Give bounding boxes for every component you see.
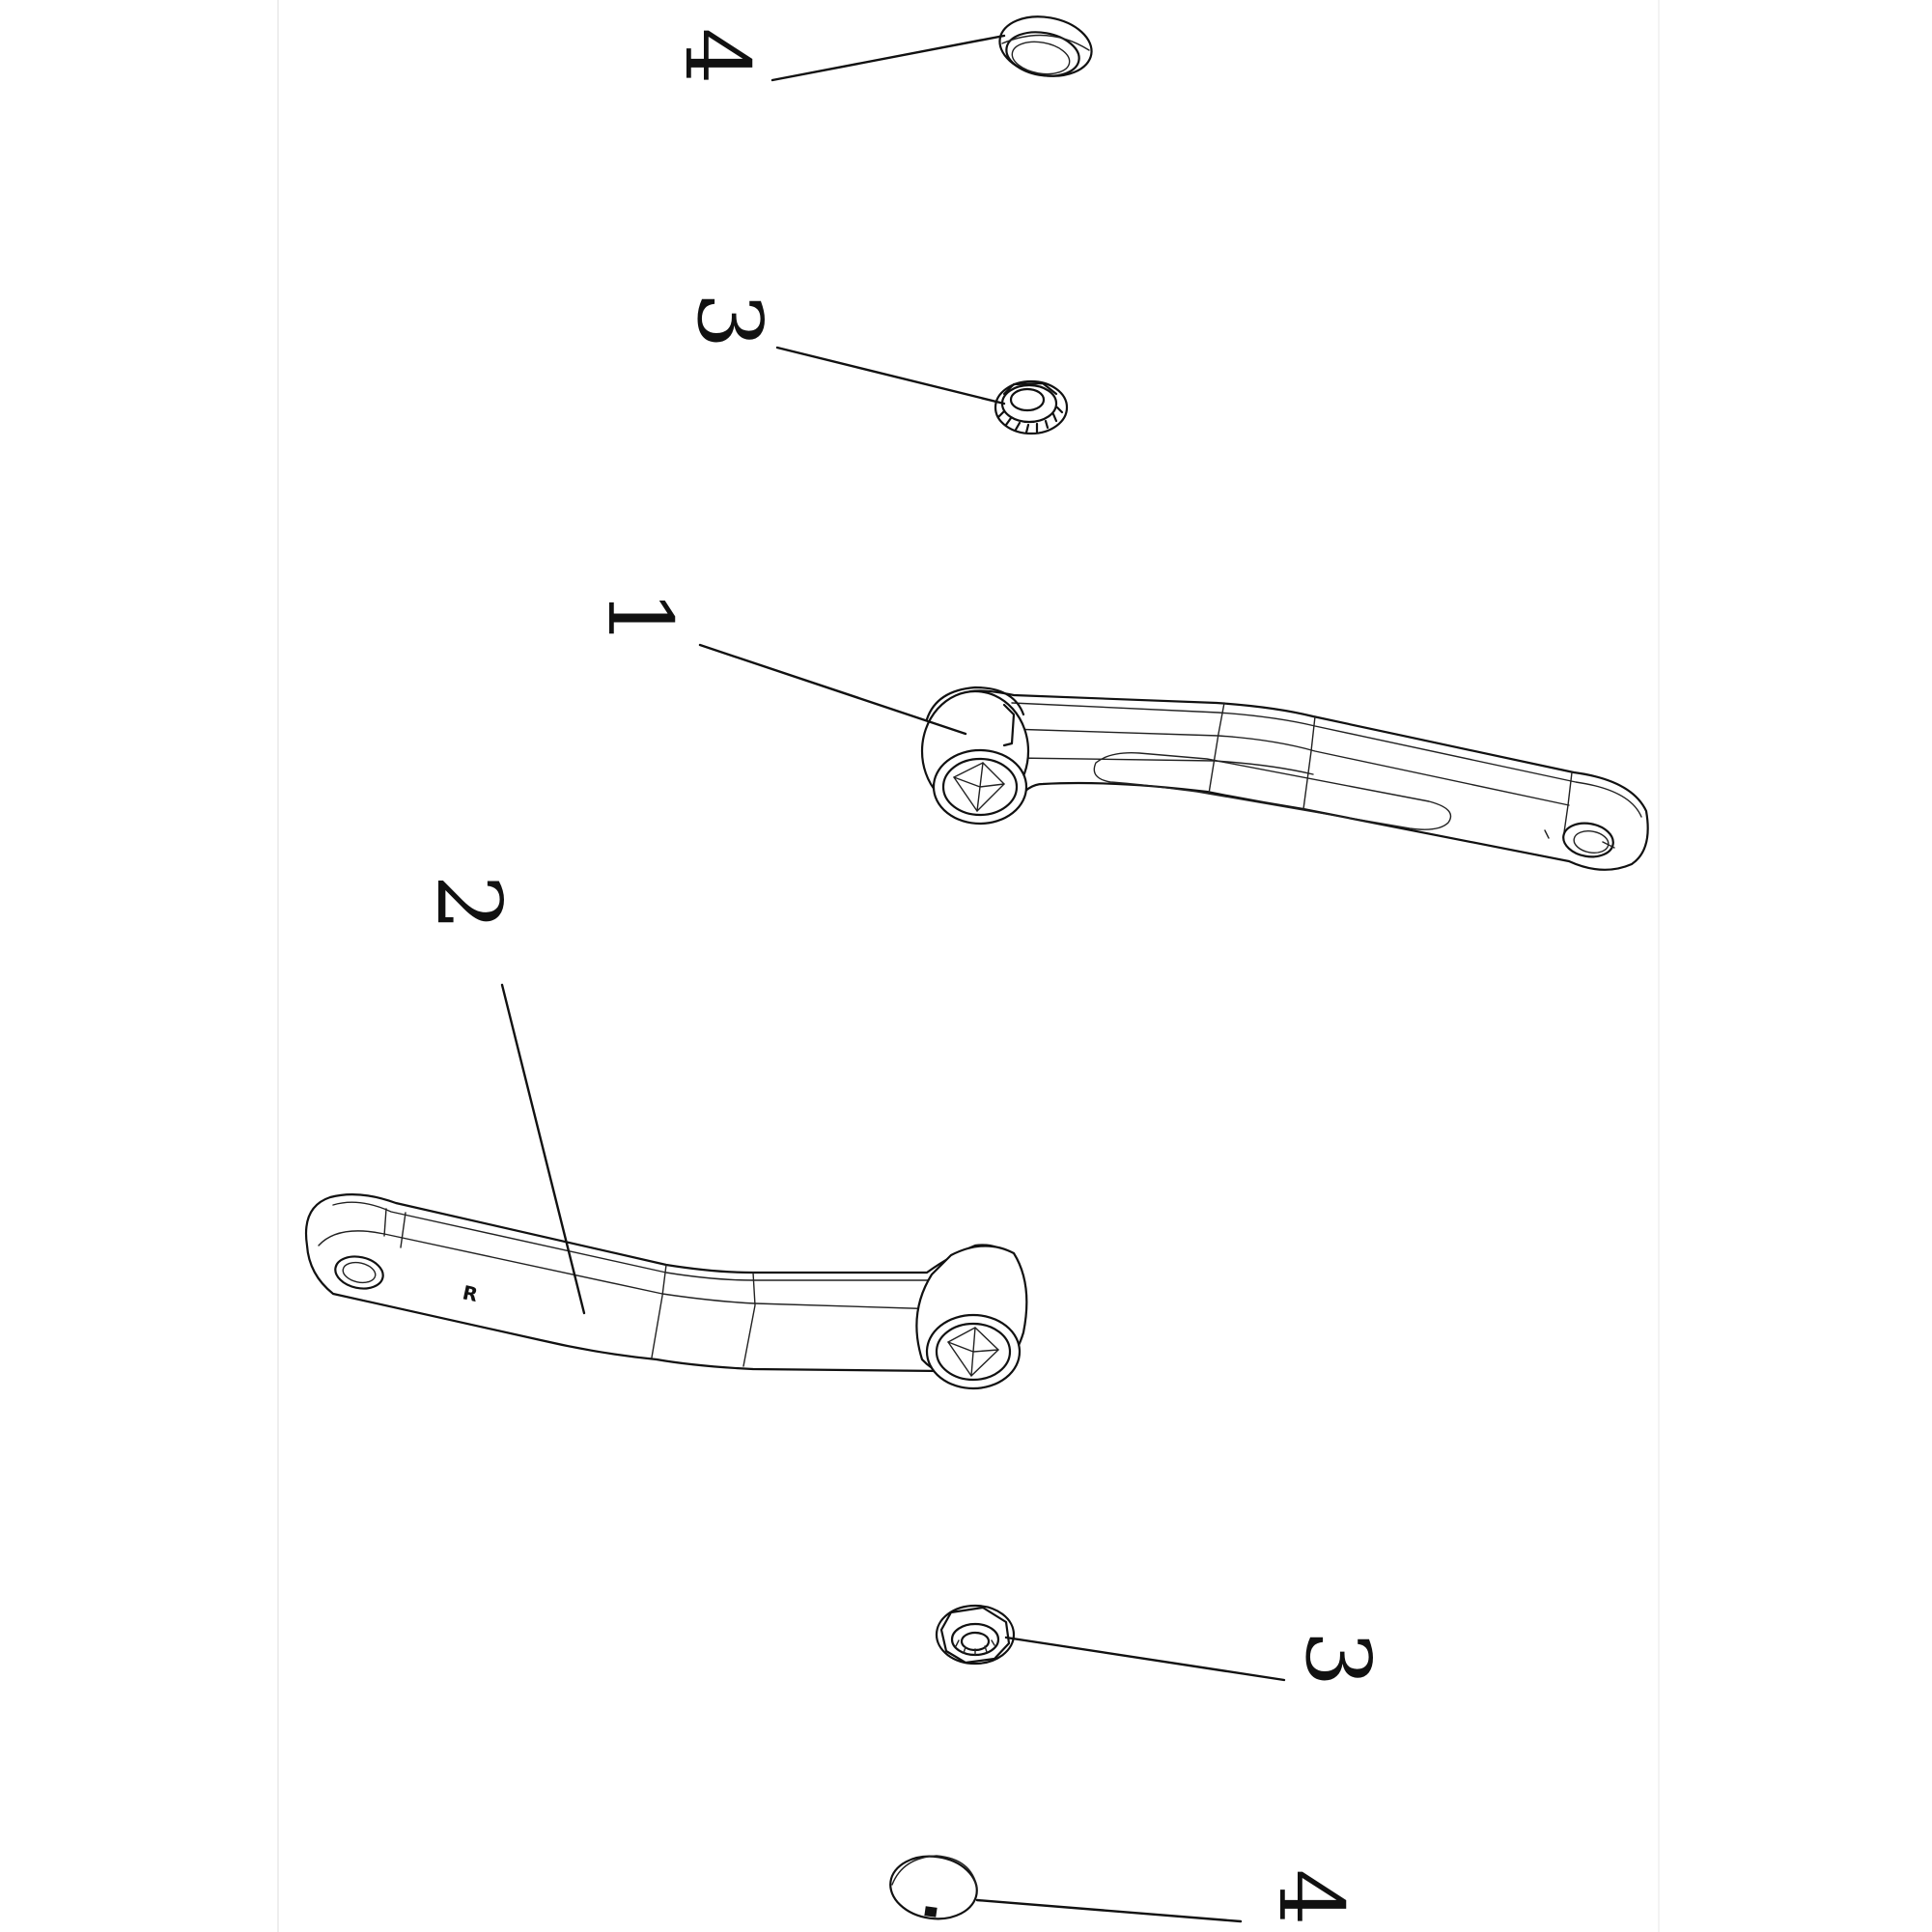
part-1-crank-arm — [920, 686, 1649, 871]
part-3-top-nut — [994, 379, 1069, 435]
callout-4-top: 4 — [665, 28, 769, 85]
part-4-top-cap — [998, 15, 1093, 77]
crank-arm-2-mark: R — [461, 1280, 480, 1306]
cap-stamp-mark — [924, 1906, 938, 1918]
callout-4-bottom: 4 — [1259, 1869, 1362, 1926]
leader-4-top — [770, 34, 1006, 82]
part-3-bottom-nut — [935, 1604, 1016, 1666]
leader-1 — [698, 643, 967, 736]
leader-4-bottom — [975, 1898, 1243, 1923]
callout-1: 1 — [588, 590, 691, 647]
leader-2 — [500, 983, 586, 1315]
part-2-crank-arm: R — [305, 1193, 1028, 1390]
callout-3-top: 3 — [678, 293, 781, 350]
part-4-bottom-cap — [889, 1855, 978, 1920]
callout-2: 2 — [417, 875, 520, 932]
leader-3-bottom — [1004, 1636, 1286, 1682]
leader-3-top — [775, 346, 1006, 406]
callout-3-bottom: 3 — [1286, 1631, 1389, 1688]
